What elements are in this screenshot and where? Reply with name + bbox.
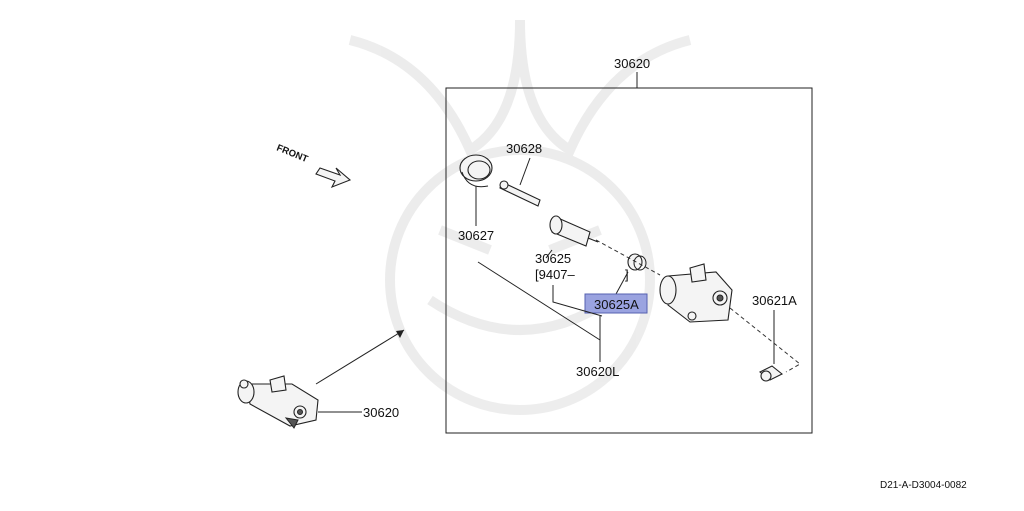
cylinder-body-icon (667, 271, 733, 323)
assembly-box (445, 87, 813, 434)
bracket-line-1 (477, 261, 601, 341)
label-piston-note: [9407– (535, 267, 576, 282)
boot-part (459, 154, 493, 188)
front-arrow-icon (315, 167, 352, 189)
pointer-arrow (315, 329, 405, 385)
external-assembly-part (237, 375, 319, 429)
front-indicator: FRONT (275, 143, 352, 189)
bracket-line-2 (552, 285, 603, 317)
label-pushrod: 30628 (506, 141, 542, 156)
label-assembly-box: 30620 (614, 56, 650, 71)
diagram-code: D21-A-D3004-0082 (880, 480, 967, 491)
label-cylinder-body: 30620L (576, 364, 619, 379)
highlight-piston-spring[interactable] (584, 293, 648, 314)
piston-part (549, 215, 599, 247)
spring-ring-icon (627, 253, 643, 271)
axis-dash-1 (595, 239, 661, 276)
axis-dash-2 (729, 307, 801, 373)
leader-pushrod (519, 157, 531, 186)
label-external-assembly: 30620 (363, 405, 399, 420)
leader-piston (545, 249, 553, 259)
leader-piston-spring (615, 271, 629, 295)
label-piston-spring[interactable]: 30625A (594, 297, 639, 312)
front-label: FRONT (275, 143, 310, 166)
bleeder-screw-part (758, 365, 784, 382)
cylinder-body-part (659, 263, 733, 323)
label-bleeder-screw: 30621A (752, 293, 797, 308)
piston-spring-part (627, 253, 647, 271)
watermark (348, 19, 692, 415)
pushrod-part (499, 180, 541, 207)
arrowhead-icon (396, 330, 404, 338)
label-boot: 30627 (458, 228, 494, 243)
label-piston: 30625 (535, 251, 571, 266)
